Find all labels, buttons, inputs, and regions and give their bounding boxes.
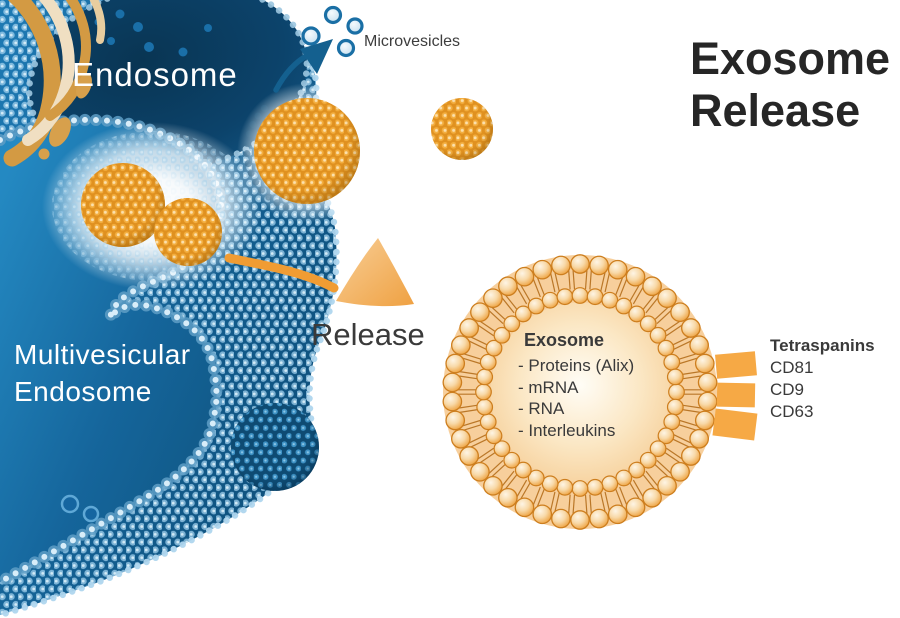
budding-exosome-vesicle — [237, 83, 377, 223]
budding-microvesicle-dark — [231, 403, 319, 491]
exosome-lipid-bilayer — [442, 254, 718, 530]
golgi-icon — [3, 0, 106, 167]
lumen-small-vesicles — [60, 494, 100, 523]
exosome-interior — [490, 302, 670, 482]
tetraspanin-proteins — [712, 351, 758, 441]
microvesicle-arrow-icon — [273, 39, 333, 93]
release-arrow-icon — [224, 238, 414, 307]
intraluminal-vesicle-large — [81, 163, 165, 247]
exosome-structure — [442, 254, 758, 530]
endosome-inner-dots — [94, 9, 212, 57]
microvesicles-cluster — [301, 5, 364, 58]
intraluminal-vesicle-small — [154, 198, 222, 266]
released-exosome-vesicle — [431, 98, 493, 160]
cell-outer-membrane-dots — [0, 0, 340, 618]
